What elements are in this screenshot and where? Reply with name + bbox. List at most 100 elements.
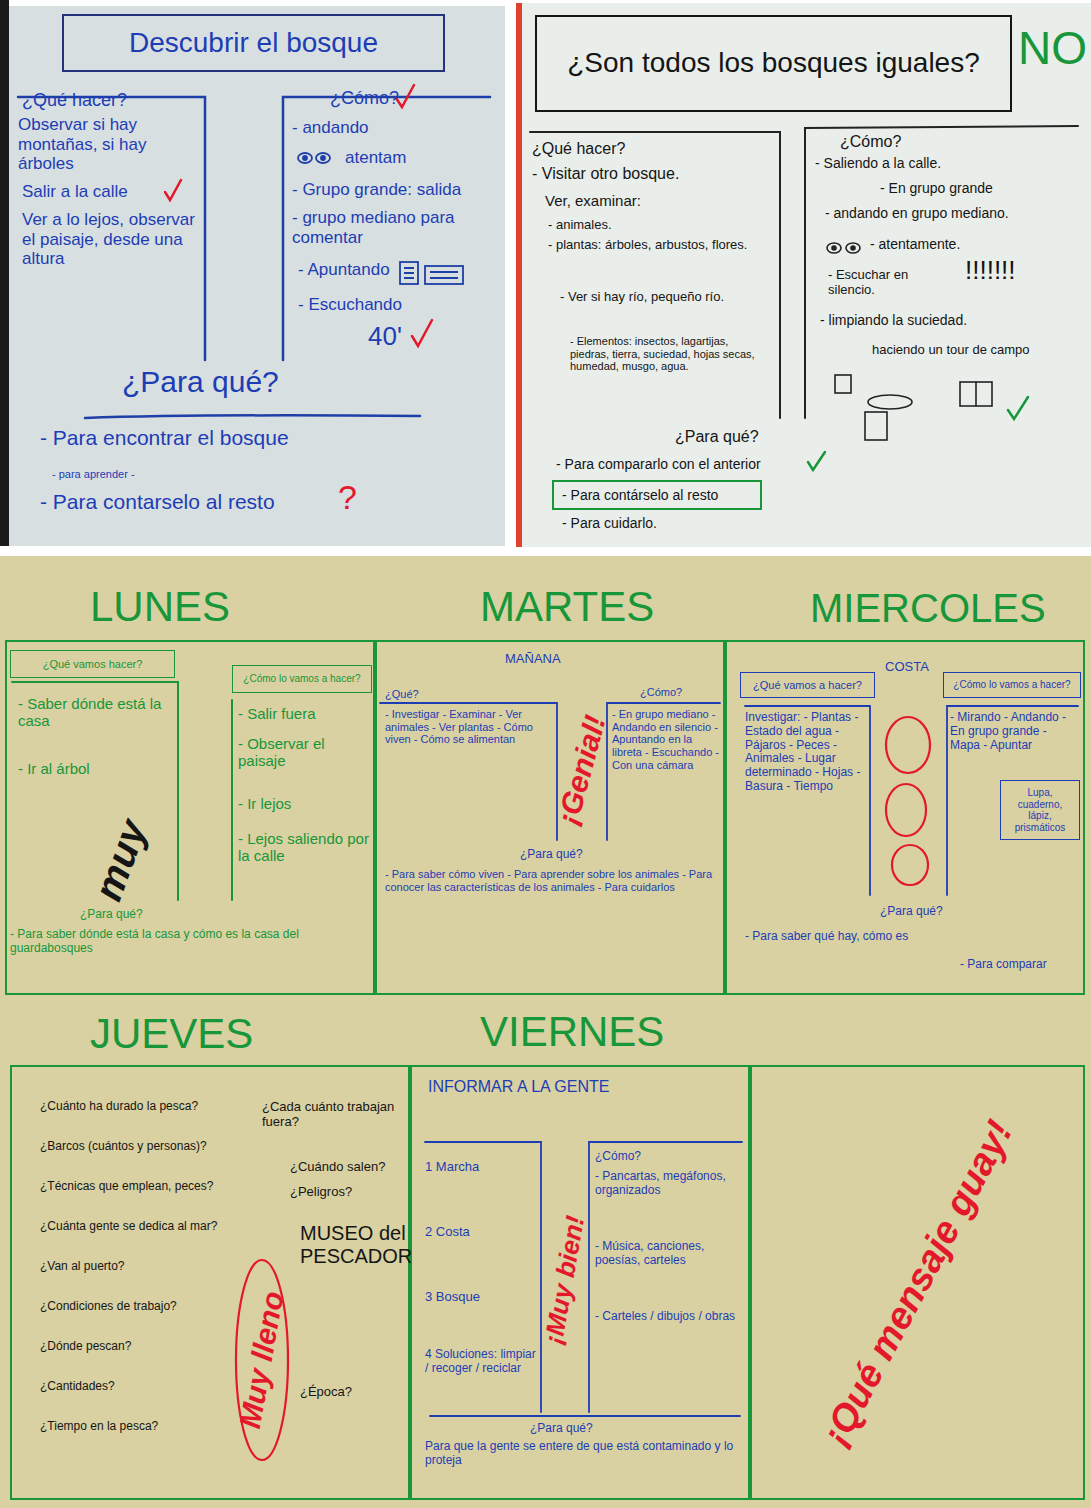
handwritten-note: Salir a la calle (22, 182, 202, 202)
day-heading: MARTES (480, 583, 654, 631)
handwritten-note: Observar si hay montañas, si hay árboles (18, 115, 203, 174)
poster-edge (516, 3, 522, 547)
question-box: ¿Cómo lo vamos a hacer? (232, 665, 372, 693)
handwritten-note: - andando en grupo mediano. (825, 205, 1075, 221)
material-icons (835, 375, 992, 440)
teacher-comment: Muy lleno (233, 1289, 291, 1431)
teacher-comment: muy (84, 813, 155, 906)
handwritten-note: - Escuchando (298, 295, 402, 315)
question-heading: ¿Qué hacer? (532, 140, 625, 158)
day-heading: VIERNES (480, 1008, 664, 1056)
teacher-comment: ? (338, 478, 357, 517)
handwritten-note: - Ir al árbol (18, 760, 173, 777)
handwritten-note: - Ver si hay río, pequeño río. (560, 290, 770, 305)
t-chart-lines (380, 703, 1078, 1416)
box-text: ¿Son todos los bosques iguales? (567, 47, 980, 79)
question-heading: ¿Cómo? (840, 133, 901, 151)
handwritten-note: - andando (292, 118, 482, 138)
handwritten-note: - Saber dónde está la casa (18, 695, 173, 730)
handwritten-note: 4 Soluciones: limpiar / recoger / recicl… (425, 1348, 537, 1376)
handwritten-note: - Mirando - Andando - En grupo grande - … (950, 711, 1075, 752)
handwritten-note: - Elementos: insectos, lagartijas, piedr… (570, 335, 770, 373)
poster-sheet (0, 556, 1091, 1508)
eye-icon (827, 243, 860, 253)
question-heading: ¿Para qué? (80, 908, 143, 922)
handwritten-note: - animales. (548, 218, 612, 233)
highlight-box (553, 481, 761, 509)
handwritten-note: - Visitar otro bosque. (532, 165, 772, 183)
handwritten-note: 2 Costa (425, 1225, 537, 1240)
handwritten-note: - Salir fuera (238, 705, 373, 722)
handwritten-note: - Investigar - Examinar - Ver animales -… (385, 708, 553, 746)
answer-note: NO (1018, 22, 1087, 75)
poster-sheet (522, 3, 1091, 547)
handwritten-note: - Música, canciones, poesías, carteles (595, 1240, 740, 1268)
handwritten-note: ¿Dónde pescan? (40, 1340, 235, 1354)
handwritten-note: - Escuchar en silencio. (828, 268, 958, 298)
question-heading: ¿Para qué? (880, 905, 943, 919)
handwritten-note: ¿Tiempo en la pesca? (40, 1420, 235, 1434)
handwritten-note: - Apuntando (298, 260, 390, 280)
day-heading: MIERCOLES (810, 585, 1046, 631)
handwritten-note: - En grupo grande (880, 180, 993, 196)
handwritten-note: ¿Cuánto ha durado la pesca? (40, 1100, 235, 1114)
handwritten-note: 1 Marcha (425, 1160, 537, 1175)
handwritten-note: ¿Cuánta gente se dedica al mar? (40, 1220, 235, 1234)
question-heading: ¿Cómo? (595, 1150, 641, 1164)
handwritten-note: haciendo un tour de campo (872, 343, 1072, 358)
question-heading: ¿Cómo? (330, 88, 399, 109)
check-mark (808, 397, 1028, 470)
question-heading: ¿Qué? (385, 688, 419, 701)
handwritten-note: Ver, examinar: (545, 192, 641, 209)
question-heading: ¿Qué hacer? (22, 90, 127, 111)
teacher-comment: ¡Muy bien! (539, 1213, 591, 1346)
box-text: ¿Cómo lo vamos a hacer? (243, 673, 360, 685)
time-note: 40' (368, 322, 402, 352)
materials-box: Lupa, cuaderno, lápiz, prismáticos (1000, 780, 1080, 840)
handwritten-note: - Para encontrar el bosque (40, 426, 289, 450)
handwritten-note: Investigar: - Plantas - Estado del agua … (745, 711, 865, 794)
handwritten-note: Ver a lo lejos, observar el paisaje, des… (22, 210, 202, 269)
eye-icon (298, 153, 330, 163)
handwritten-note: ¿Cantidades? (40, 1380, 235, 1394)
teacher-comment: ¡Qué mensaje guay! (813, 1113, 1021, 1452)
handwritten-note: - Para compararlo con el anterior (556, 456, 761, 472)
handwritten-note: - limpiando la suciedad. (820, 312, 1070, 328)
t-chart-lines (530, 126, 1078, 418)
handwritten-note: !!!!!!! (965, 256, 1016, 286)
handwritten-note: - Para saber dónde está la casa y cómo e… (10, 928, 365, 956)
handwritten-note: - Grupo grande: salida (292, 180, 492, 200)
question-heading: ¿Para qué? (530, 1422, 593, 1436)
notebook-icon (400, 262, 463, 284)
handwritten-note: - Saliendo a la calle. (815, 155, 1075, 171)
museum-note: MUSEO del PESCADOR (300, 1222, 408, 1268)
handwritten-note: - En grupo mediano - Andando en silencio… (612, 708, 720, 771)
question-heading: ¿Para qué? (122, 365, 279, 400)
handwritten-note: Para que la gente se entere de que está … (425, 1440, 740, 1468)
box-text: Lupa, cuaderno, lápiz, prismáticos (1005, 787, 1075, 833)
handwritten-note: ¿Cada cuánto trabajan fuera? (262, 1100, 397, 1130)
day-heading: LUNES (90, 583, 230, 631)
section-heading: INFORMAR A LA GENTE (428, 1078, 609, 1096)
question-heading: ¿Cómo? (640, 686, 682, 699)
handwritten-note: - atentamente. (870, 236, 960, 252)
handwritten-note: - Para contarselo al resto (40, 490, 275, 514)
handwritten-note: - Para saber qué hay, cómo es (745, 930, 955, 944)
handwritten-note: ¿Van al puerto? (40, 1260, 235, 1274)
handwritten-note: atentam (345, 148, 406, 168)
handwritten-note: - Pancartas, megáfonos, organizados (595, 1170, 740, 1198)
handwritten-note: - para aprender - (52, 468, 135, 481)
handwritten-note: - Para saber cómo viven - Para aprender … (385, 868, 715, 893)
handwritten-note: - Ir lejos (238, 795, 373, 812)
handwritten-note: ¿Peligros? (290, 1185, 352, 1200)
poster-sheet (9, 6, 505, 546)
handwritten-note: ¿Técnicas que emplean, peces? (40, 1180, 235, 1194)
handwritten-note: - Para comparar (960, 958, 1047, 972)
handwritten-note: ¿Época? (300, 1385, 352, 1400)
teacher-comment: ¡Genial! (551, 712, 613, 829)
t-chart-lines (18, 97, 490, 418)
question-box: ¿Qué vamos hacer? (10, 650, 175, 678)
box-text: ¿Qué vamos hacer? (43, 658, 143, 671)
question-box: ¿Cómo lo vamos a hacer? (943, 672, 1081, 698)
